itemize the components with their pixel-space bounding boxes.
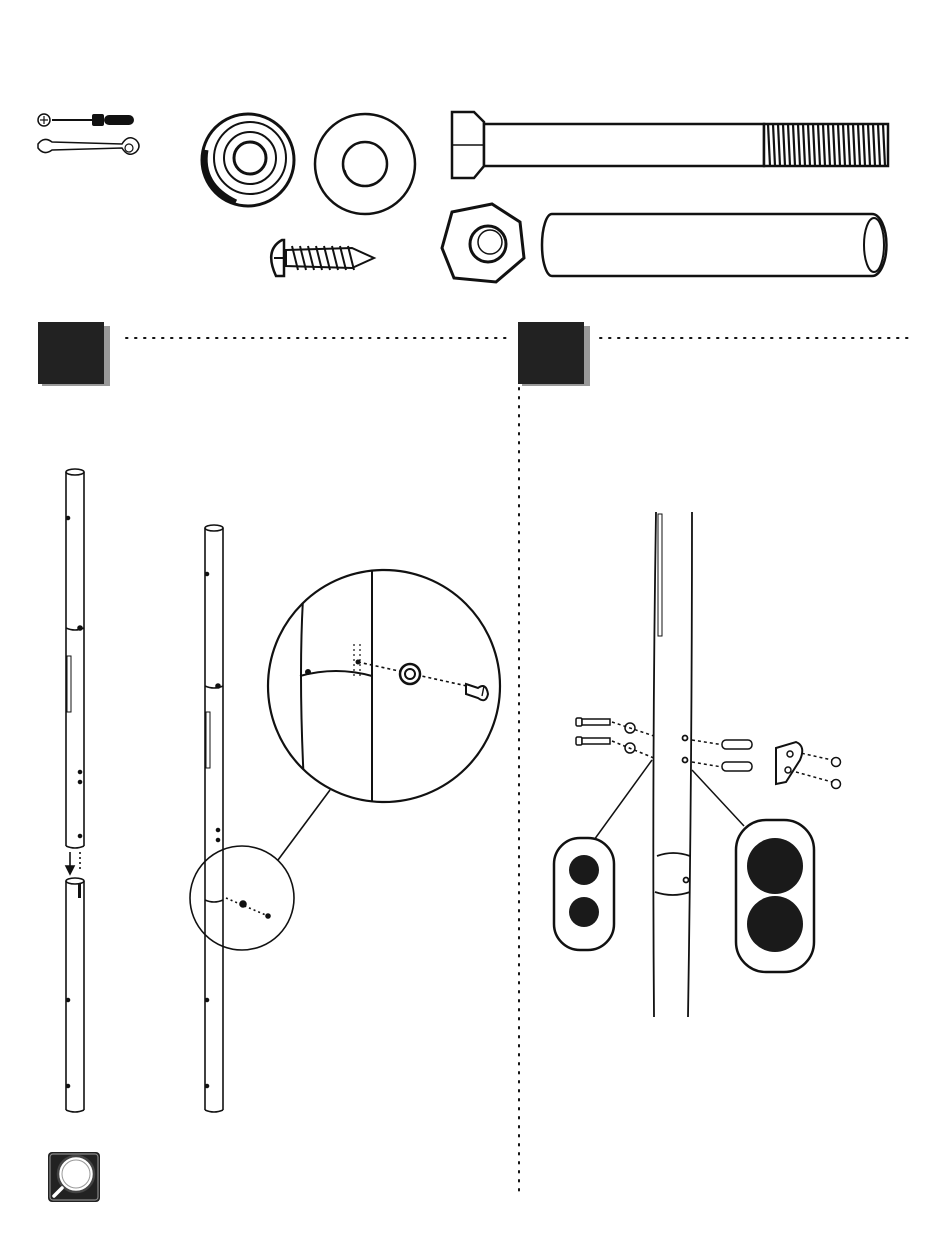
- wrench-icon: [38, 138, 139, 155]
- large-size-callout: [736, 820, 814, 972]
- step-two-header: [518, 322, 590, 386]
- assembled-pole: [205, 525, 223, 1112]
- flat-washer: [315, 114, 415, 214]
- large-callout-leader: [692, 770, 744, 826]
- detail-bushing: [400, 664, 420, 684]
- detail-leader-line: [278, 790, 330, 860]
- bushing: [202, 114, 294, 206]
- lower-pole-section: [66, 878, 84, 1112]
- magnifier-icon: [48, 1152, 100, 1202]
- screwdriver-icon: [38, 114, 134, 126]
- bolt-assembly: [576, 718, 841, 789]
- small-callout-leader: [594, 760, 652, 840]
- large-detail-circle: [268, 560, 500, 820]
- small-size-callout: [554, 838, 614, 950]
- step-one-header: [38, 322, 110, 386]
- tall-pole: [653, 512, 692, 1017]
- hex-nut: [442, 204, 524, 282]
- hex-bolt: [452, 112, 888, 178]
- screw: [271, 240, 374, 276]
- spacer-tube: [542, 214, 886, 276]
- insert-arrow: [66, 852, 80, 874]
- upper-pole-section: [66, 469, 84, 848]
